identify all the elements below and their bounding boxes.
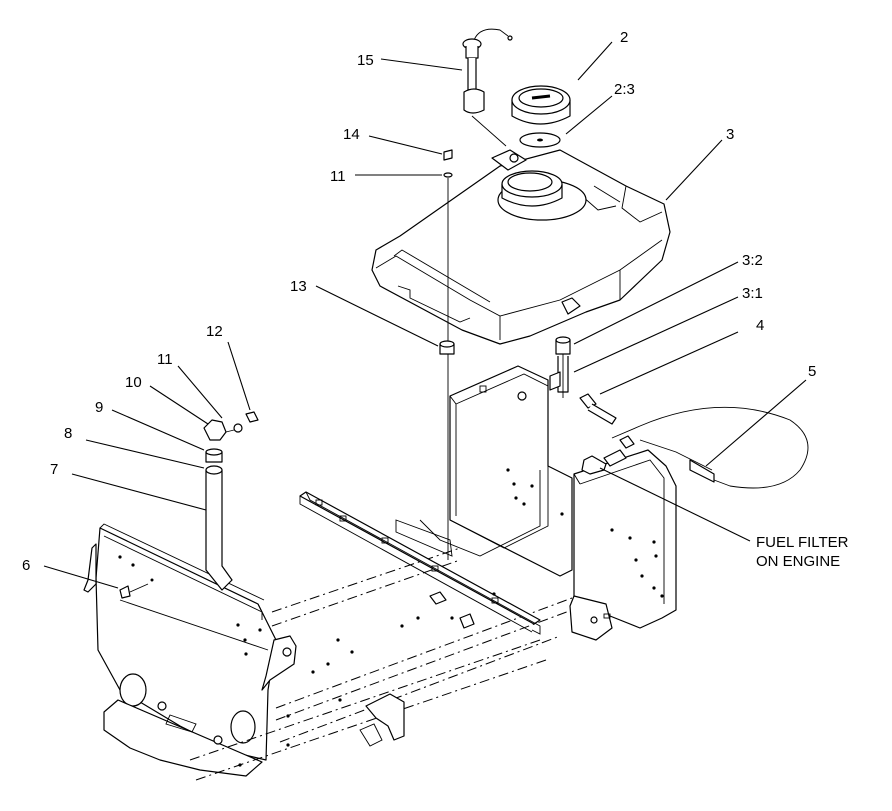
chassis-frame: [83, 365, 677, 781]
vent-hardware: [203, 411, 259, 441]
leader-lines: [43, 41, 807, 589]
callout-5: 5: [808, 363, 816, 380]
callout-15: 15: [357, 52, 374, 69]
callout-3: 3: [726, 126, 734, 143]
screw: [119, 578, 154, 599]
callout-labels: 15 2 2:3 14 11 3 13 3:2 3:1 4 5 12 11 10…: [22, 29, 849, 574]
callout-2-3: 2:3: [614, 81, 635, 98]
cap-gasket: [519, 132, 561, 148]
fuel-tank: [371, 149, 671, 345]
callout-3-1: 3:1: [742, 285, 763, 302]
filler-tube: [205, 448, 233, 591]
callout-7: 7: [50, 461, 58, 478]
callout-13: 13: [290, 278, 307, 295]
fuel-shutoff-valve: [549, 336, 571, 398]
gas-cap: [511, 85, 571, 125]
callout-9: 9: [95, 399, 103, 416]
callout-8: 8: [64, 425, 72, 442]
callout-12: 12: [206, 323, 223, 340]
tank-bolt: [443, 149, 453, 560]
fuel-hose: [579, 393, 809, 489]
callout-11-left: 11: [157, 351, 173, 368]
callout-11-top: 11: [330, 168, 346, 185]
callout-2: 2: [620, 29, 628, 46]
spacer: [439, 340, 455, 355]
fuel-gauge: [462, 28, 513, 147]
fuel-filter-note-line2: ON ENGINE: [756, 553, 840, 570]
callout-3-2: 3:2: [742, 252, 763, 269]
frame-holes: [118, 468, 664, 767]
callout-6: 6: [22, 557, 30, 574]
fuel-filter-note-line1: FUEL FILTER: [756, 534, 849, 551]
callout-4: 4: [756, 317, 764, 334]
callout-14: 14: [343, 126, 360, 143]
callout-10: 10: [125, 374, 142, 391]
